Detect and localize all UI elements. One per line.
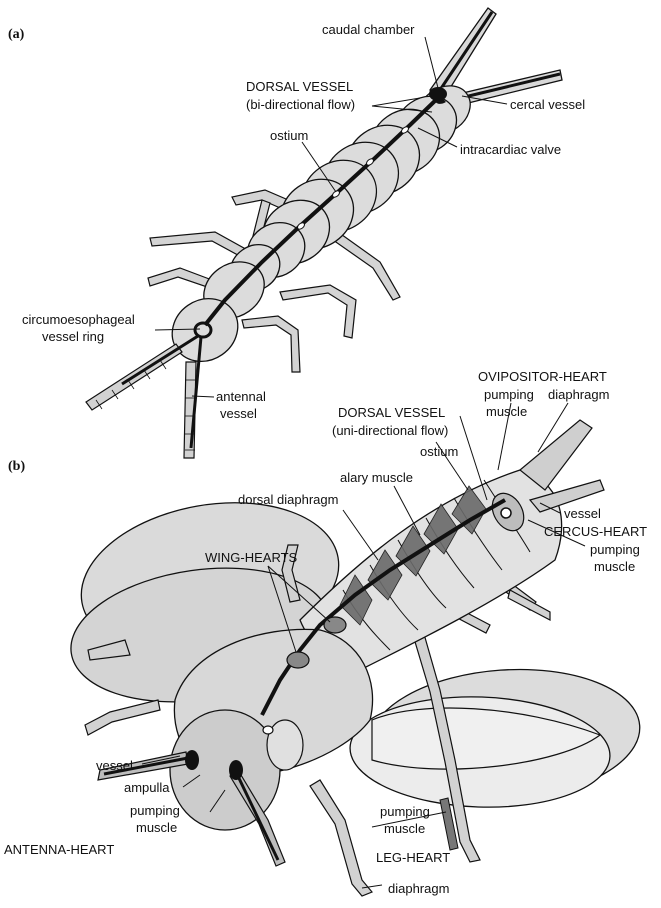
pumping-antenna-label: pumping [130,803,180,818]
panel-a-leaders [154,36,508,398]
ostium-a-label: ostium [270,128,308,143]
pumping-leg-label: pumping [380,804,430,819]
cercus-heart-label: CERCUS-HEART [544,524,647,539]
circumoesophageal-label: circumoesophageal [22,312,135,327]
panel-a-label: (a) [8,27,25,42]
muscle-ovipositor-label: muscle [486,404,527,419]
vessel-ring-label: vessel ring [42,329,104,344]
intracardiac-valve-label: intracardiac valve [460,142,561,157]
dorsal-vessel-b-label: DORSAL VESSEL [338,405,445,420]
antennal-label: antennal [216,389,266,404]
ampulla-label: ampulla [124,780,170,795]
pumping-ovipositor-label: pumping [484,387,534,402]
diaphragm-ovipositor-label: diaphragm [548,387,609,402]
dorsal-diaphragm-label: dorsal diaphragm [238,492,338,507]
panel-b-leaders [141,402,586,889]
ovipositor-heart-label: OVIPOSITOR-HEART [478,369,607,384]
vessel-cercus-label: vessel [564,506,601,521]
panel-b-text: OVIPOSITOR-HEART pumping muscle diaphrag… [4,369,647,896]
wing-hearts-label: WING-HEARTS [205,550,298,565]
pumping-cercus-label: pumping [590,542,640,557]
panel-b-label: (b) [8,459,25,474]
muscle-cercus-label: muscle [594,559,635,574]
muscle-antenna-label: muscle [136,820,177,835]
antenna-heart-label: ANTENNA-HEART [4,842,114,857]
vessel-antenna-label: vessel [96,758,133,773]
caudal-chamber-label: caudal chamber [322,22,415,37]
unidirectional-flow-label: (uni-directional flow) [332,423,448,438]
panel-b-illustration [70,419,641,897]
ostium-b-label: ostium [420,444,458,459]
panel-labels: (a) (b) [8,27,25,474]
diaphragm-leg-label: diaphragm [388,881,449,896]
muscle-leg-label: muscle [384,821,425,836]
leg-heart-label: LEG-HEART [376,850,450,865]
panel-a-text: caudal chamber DORSAL VESSEL (bi-directi… [22,22,585,421]
cercal-vessel-label: cercal vessel [510,97,585,112]
alary-muscle-label: alary muscle [340,470,413,485]
dorsal-vessel-a-label: DORSAL VESSEL [246,79,353,94]
bidirectional-flow-label: (bi-directional flow) [246,97,355,112]
antennal-vessel-label: vessel [220,406,257,421]
